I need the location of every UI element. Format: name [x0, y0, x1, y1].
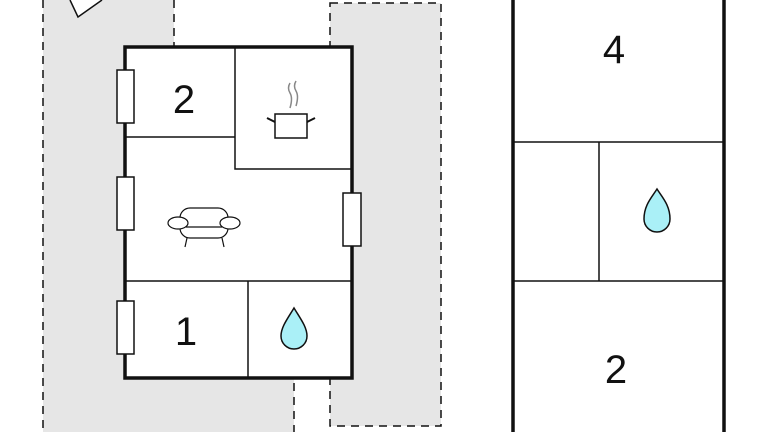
- bedroom-label: 2: [173, 78, 195, 122]
- sofa-icon: [167, 207, 241, 248]
- water-drop-icon: [280, 306, 308, 350]
- window: [116, 69, 135, 124]
- compass-icon: [69, 0, 103, 19]
- terrace-left: [43, 0, 294, 432]
- left-building: 2 1: [116, 45, 362, 380]
- cooking-pot-icon: [266, 80, 316, 139]
- bedroom-label: 4: [603, 28, 625, 72]
- water-drop-icon: [643, 187, 671, 233]
- right-building: 4 2: [511, 0, 726, 432]
- window: [342, 192, 362, 247]
- bedroom-label: 2: [605, 348, 627, 392]
- window: [116, 176, 135, 231]
- terrace-left-border: [42, 0, 295, 432]
- window: [116, 300, 135, 355]
- bedroom-label: 1: [175, 310, 197, 354]
